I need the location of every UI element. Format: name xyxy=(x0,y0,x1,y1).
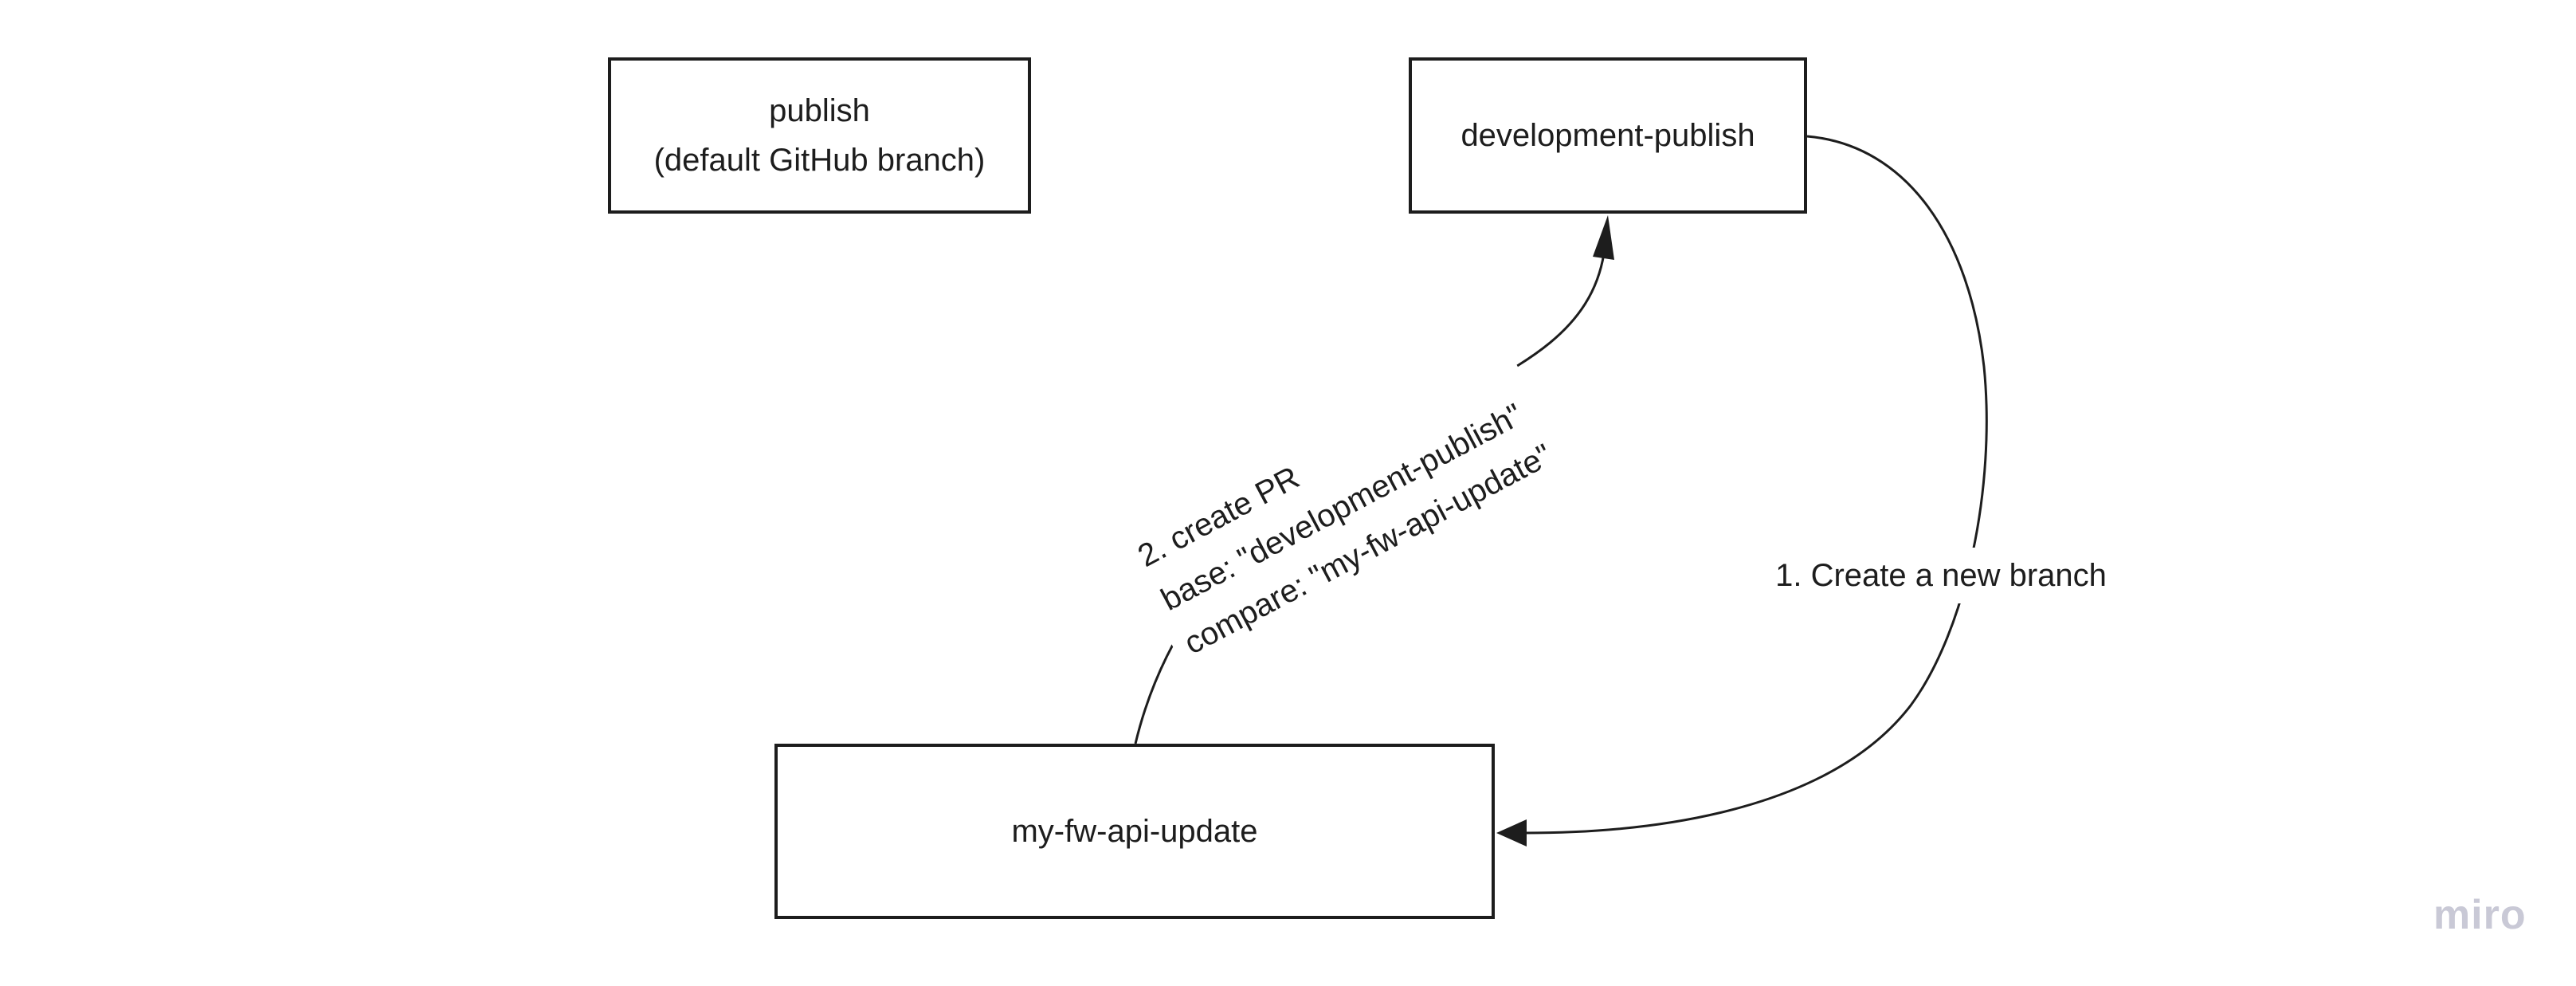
arrowhead-left-icon xyxy=(1496,819,1527,847)
arrowhead-up-icon xyxy=(1593,215,1614,260)
connector-create-branch-curve[interactable] xyxy=(1524,135,1988,835)
node-my-fw-api-update[interactable]: my-fw-api-update xyxy=(774,744,1495,919)
connector-create-branch[interactable] xyxy=(1496,135,1988,847)
connector-label-create-branch[interactable]: 1. Create a new branch xyxy=(1761,548,2121,603)
miro-watermark-logo: miro xyxy=(2433,892,2527,938)
node-development-publish[interactable]: development-publish xyxy=(1409,57,1807,214)
node-publish-label: publish (default GitHub branch) xyxy=(653,93,986,178)
node-publish[interactable]: publish (default GitHub branch) xyxy=(608,57,1031,214)
node-development-publish-label: development-publish xyxy=(1461,118,1755,153)
node-my-fw-api-update-label: my-fw-api-update xyxy=(1011,814,1258,849)
